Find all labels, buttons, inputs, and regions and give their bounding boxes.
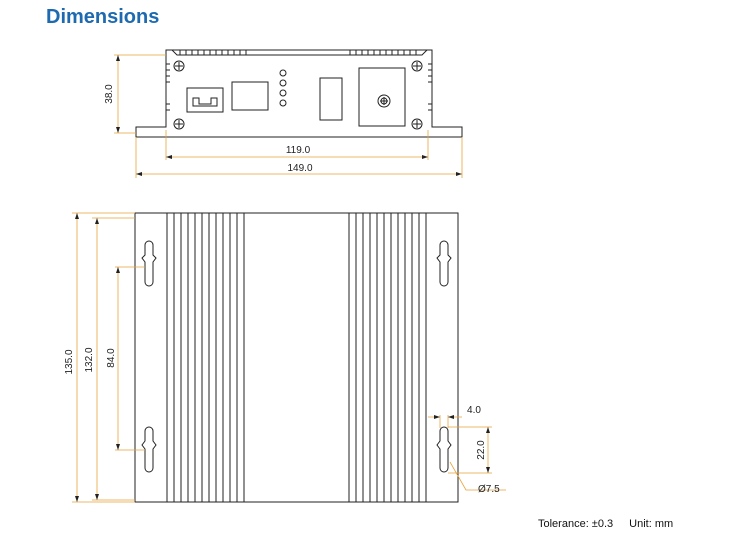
led-indicator-icon (279, 79, 287, 87)
slot-width-label: 4.0 (467, 405, 481, 416)
front-height-label: 38.0 (104, 84, 115, 104)
mounting-slot-top-right-icon (436, 240, 452, 287)
ethernet-port-icon (186, 87, 224, 113)
footer-note: Tolerance: ±0.3 Unit: mm (538, 518, 689, 530)
top-view-fins-right (348, 213, 420, 502)
slot-length-label: 22.0 (476, 440, 487, 460)
page-title: Dimensions (46, 6, 160, 28)
top-view-plate (134, 212, 459, 503)
front-dimensions (114, 54, 463, 178)
screw-bottom-left-icon (173, 118, 185, 130)
led-indicator-icon (279, 69, 287, 77)
front-view (135, 49, 463, 138)
front-side-grooves (166, 63, 432, 111)
mounting-slot-top-left-icon (141, 240, 157, 287)
led-indicator-icon (279, 99, 287, 107)
unit-label: Unit: mm (629, 518, 674, 530)
hole-spacing-label: 84.0 (106, 348, 117, 368)
screw-top-left-icon (173, 60, 185, 72)
mounting-slot-bottom-right-icon (436, 426, 452, 473)
switch-icon (319, 77, 343, 121)
connector-block (358, 67, 406, 127)
tolerance-label: Tolerance: ±0.3 (538, 518, 614, 530)
screw-bottom-right-icon (411, 118, 423, 130)
top-view-fins-left (173, 213, 245, 502)
port-icon (231, 81, 269, 111)
top-inner-height-label: 132.0 (84, 347, 95, 372)
top-outer-height-label: 135.0 (64, 349, 75, 374)
top-view-body (166, 212, 427, 503)
front-outer-width-label: 149.0 (287, 163, 312, 174)
top-dimensions (72, 212, 506, 503)
top-view (134, 212, 459, 503)
front-inner-width-label: 119.0 (286, 145, 311, 156)
screw-top-right-icon (411, 60, 423, 72)
front-flange (135, 49, 463, 138)
mounting-slot-bottom-left-icon (141, 426, 157, 473)
led-indicator-icon (279, 89, 287, 97)
antenna-connector-icon (377, 94, 391, 108)
front-top-fins (179, 50, 417, 55)
hole-diameter-label: Ø7.5 (478, 484, 500, 495)
